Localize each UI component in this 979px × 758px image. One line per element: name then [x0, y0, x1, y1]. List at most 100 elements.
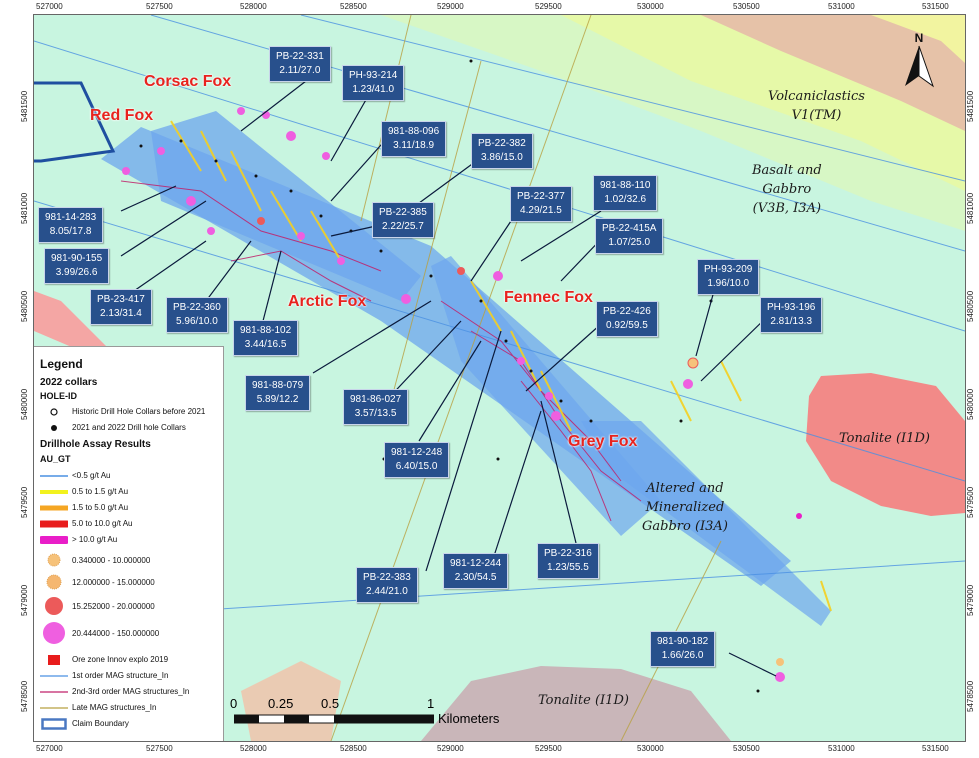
easting-tick-top: 528000: [240, 2, 267, 11]
callout-grade: 4.29/21.5: [520, 205, 562, 216]
legend-row-circle: 15.252000 - 20.000000: [40, 595, 155, 617]
northing-tick-right: 5479000: [966, 584, 975, 616]
callout-hole-id: PB-22-385: [379, 207, 427, 218]
northing-tick-left: 5481000: [20, 192, 29, 224]
map-canvas[interactable]: Corsac Fox Red Fox Arctic Fox Fennec Fox…: [33, 14, 966, 742]
zone-label-red-fox: Red Fox: [90, 107, 154, 124]
callout-grade: 3.44/16.5: [244, 339, 287, 350]
callout-grade: 1.07/25.0: [608, 237, 651, 248]
callout-hole-id: 981-14-283: [45, 212, 97, 223]
legend-row-mag2: 2nd-3rd order MAG structures_In: [40, 685, 189, 698]
line-swatch-icon: [40, 486, 68, 498]
legend-circle-label: 15.252000 - 20.000000: [72, 601, 155, 611]
northing-tick-left: 5479500: [20, 486, 29, 518]
legend-row-mag1: 1st order MAG structure_In: [40, 669, 168, 682]
easting-tick-bottom: 527500: [146, 744, 173, 753]
easting-tick-top: 530500: [733, 2, 760, 11]
legend-row-circle: 0.340000 - 10.000000: [40, 551, 150, 569]
north-arrow-icon: N: [905, 31, 934, 88]
legend-mag2-label: 2nd-3rd order MAG structures_In: [72, 687, 190, 696]
tonalite-west: [34, 291, 121, 361]
legend-panel: Legend 2022 collars HOLE-ID Historic Dri…: [34, 346, 224, 741]
legend-recent-label: 2021 and 2022 Drill hole Collars: [72, 423, 186, 432]
northing-tick-left: 5480500: [20, 290, 29, 322]
callout-grade: 3.99/26.6: [55, 267, 98, 278]
callout-grade: 5.89/12.2: [256, 394, 299, 405]
callout-grade: 1.66/26.0: [661, 650, 704, 661]
easting-tick-top: 527000: [36, 2, 63, 11]
callout-hole-id: PB-22-383: [363, 572, 411, 583]
legend-row-circle: 12.000000 - 15.000000: [40, 573, 155, 591]
legend-row-ore: Ore zone Innov explo 2019: [40, 653, 168, 666]
easting-tick-bottom: 527000: [36, 744, 63, 753]
legend-title: Legend: [40, 357, 83, 371]
mag1-line-icon: [40, 670, 68, 682]
zone-label-arctic-fox: Arctic Fox: [288, 293, 367, 310]
assay-bubbles: [122, 107, 802, 682]
callout-hole-id: PB-22-377: [517, 191, 565, 202]
easting-tick-top: 529500: [535, 2, 562, 11]
geology-line: Mineralized: [645, 500, 725, 515]
callout-grade: 2.81/13.3: [770, 316, 813, 327]
legend-au-label: > 10.0 g/t Au: [72, 535, 118, 544]
callout-hole-id: 981-90-155: [51, 253, 103, 264]
easting-tick-top: 527500: [146, 2, 173, 11]
callout-hole-id: 981-90-182: [657, 636, 709, 647]
north-label: N: [915, 31, 924, 45]
callout-hole-id: PB-22-426: [603, 306, 651, 317]
northing-tick-left: 5481500: [20, 90, 29, 122]
northing-tick-right: 5480000: [966, 388, 975, 420]
circle-swatch-icon: [40, 621, 68, 645]
easting-tick-bottom: 530500: [733, 744, 760, 753]
drillhole-callout[interactable]: PH-93-196 2.81/13.3: [760, 297, 823, 333]
drillhole-callout[interactable]: PB-22-377 4.29/21.5: [510, 186, 572, 222]
geology-line: V1(TM): [791, 108, 842, 123]
callout-grade: 5.96/10.0: [176, 316, 218, 327]
legend-row-circle: 20.444000 - 150.000000: [40, 621, 159, 645]
easting-tick-bottom: 531000: [828, 744, 855, 753]
circle-swatch-icon: [40, 595, 68, 617]
legend-row-au: <0.5 g/t Au: [40, 469, 110, 482]
geology-line: (V3B, I3A): [752, 201, 822, 216]
scale-bar: 0 0.25 0.5 1 Kilometers: [230, 696, 510, 736]
callout-grade: 1.02/32.6: [604, 194, 647, 205]
callout-hole-id: PH-93-196: [767, 302, 816, 313]
geology-label-tonalite-east: Tonalite (I1D): [839, 431, 930, 446]
callout-grade: 2.30/54.5: [454, 572, 497, 583]
legend-claim-label: Claim Boundary: [72, 719, 129, 728]
legend-au-label: 1.5 to 5.0 g/t Au: [72, 503, 129, 512]
late-line-icon: [40, 702, 68, 714]
geology-label-basalt: Basalt and Gabbro (V3B, I3A): [752, 161, 822, 218]
legend-au-label: <0.5 g/t Au: [72, 471, 111, 480]
easting-tick-top: 531500: [922, 2, 949, 11]
callout-hole-id: PB-22-382: [478, 138, 526, 149]
drillhole-callout[interactable]: 981-90-182 1.66/26.0: [650, 631, 716, 667]
northing-tick-right: 5481000: [966, 192, 975, 224]
callout-grade: 1.23/55.5: [547, 562, 589, 573]
drillhole-callout[interactable]: 981-90-155 3.99/26.6: [44, 248, 110, 284]
northing-tick-right: 5480500: [966, 290, 975, 322]
scale-label: 1: [427, 696, 435, 711]
callout-hole-id: 981-88-096: [388, 126, 440, 137]
legend-circle-label: 0.340000 - 10.000000: [72, 555, 151, 565]
zone-label-corsac-fox: Corsac Fox: [144, 73, 232, 90]
